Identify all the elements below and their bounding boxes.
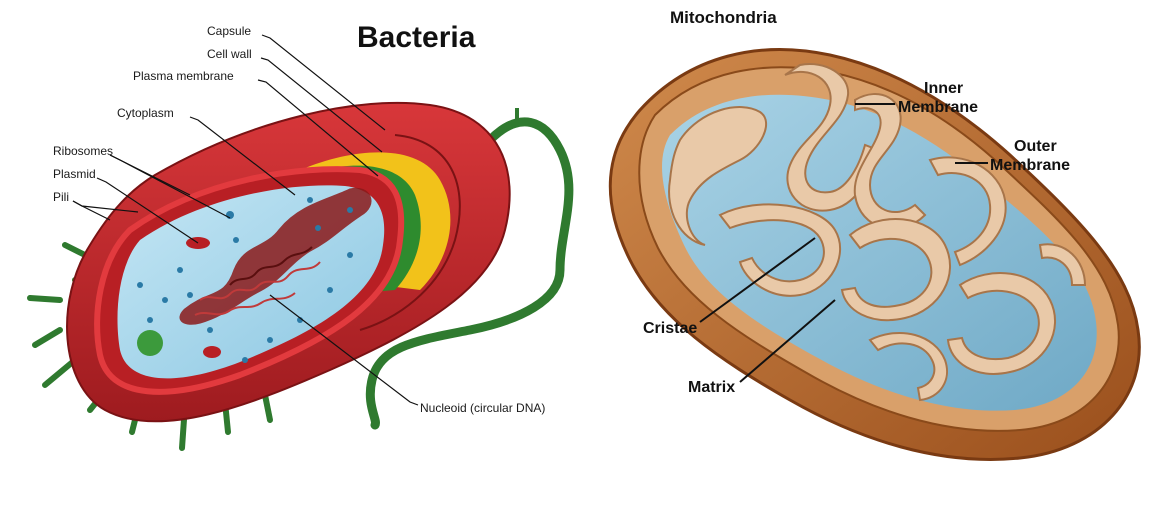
plasmid: [203, 346, 221, 358]
bacteria-diagram: Bacteria: [30, 21, 569, 448]
label-pili: Pili: [53, 190, 69, 204]
inclusion-body: [137, 330, 163, 356]
label-plasmid: Plasmid: [53, 167, 96, 181]
mitochondria-title: Mitochondria: [670, 8, 777, 27]
mitochondria-diagram: Mitochondria Inner Membrane Outer Membra…: [610, 8, 1139, 459]
label-cytoplasm: Cytoplasm: [117, 106, 174, 120]
label-outer-membrane-1: Outer: [1014, 138, 1057, 155]
label-outer-membrane-2: Membrane: [990, 157, 1070, 174]
label-nucleoid: Nucleoid (circular DNA): [420, 401, 545, 415]
bacteria-title: Bacteria: [357, 21, 476, 54]
label-cell-wall: Cell wall: [207, 47, 252, 61]
label-cristae: Cristae: [643, 320, 697, 337]
label-plasma-membrane: Plasma membrane: [133, 69, 234, 83]
label-ribosomes: Ribosomes: [53, 144, 113, 158]
label-inner-membrane-2: Membrane: [898, 99, 978, 116]
label-inner-membrane-1: Inner: [924, 80, 963, 97]
label-matrix: Matrix: [688, 379, 735, 396]
label-capsule: Capsule: [207, 24, 251, 38]
